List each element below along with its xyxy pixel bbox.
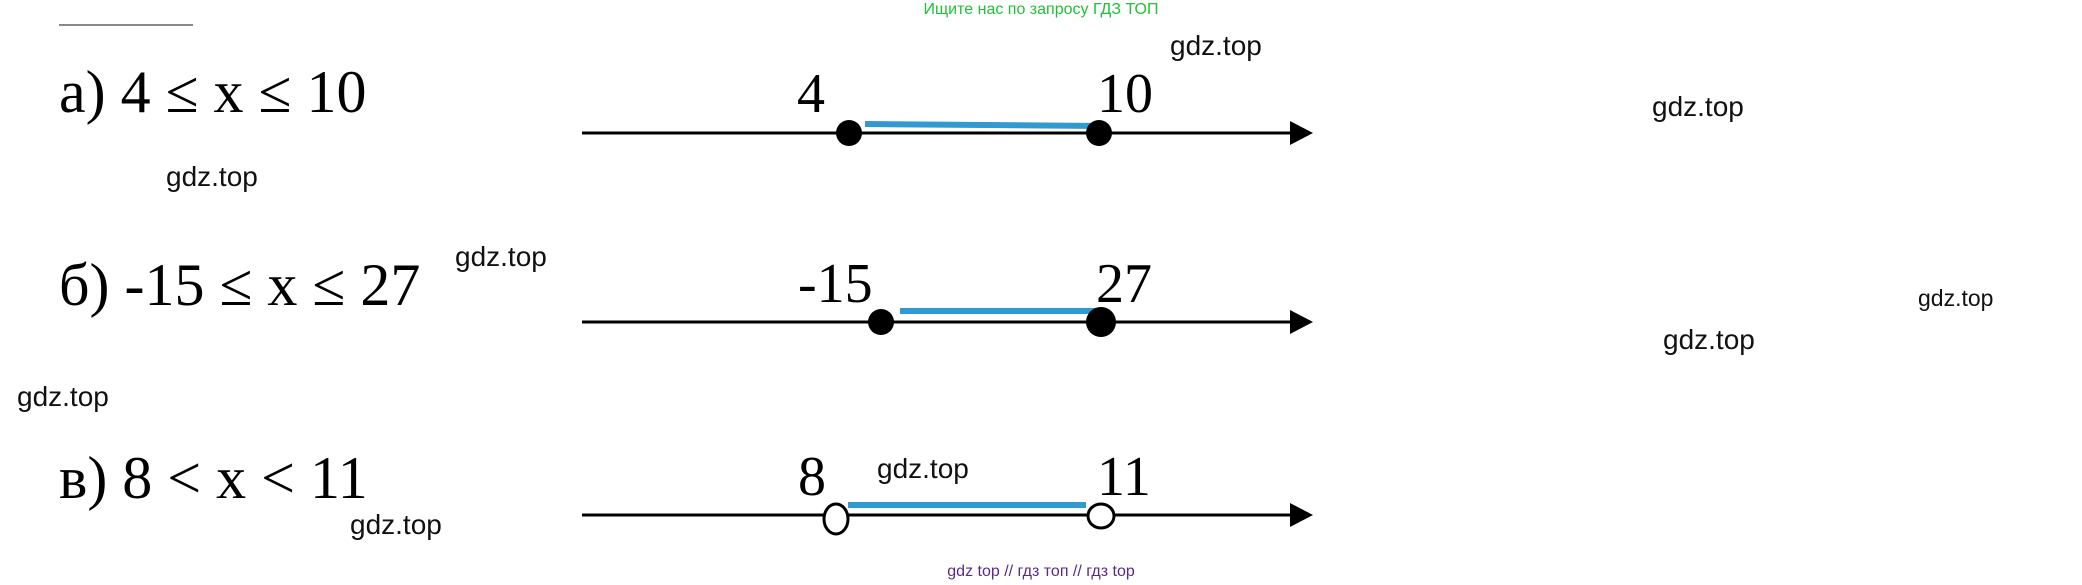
- arrow-head-c: [1290, 503, 1313, 527]
- footer-text: gdz top // гдз топ // гдз top: [947, 563, 1135, 580]
- watermark: gdz.top: [1652, 91, 1744, 122]
- watermark: gdz.top: [17, 381, 109, 412]
- tick-label-c-left: 8: [798, 446, 826, 508]
- watermark: gdz.top: [455, 241, 547, 272]
- number-line-b: -15 27: [582, 253, 1313, 337]
- watermark: gdz.top: [877, 453, 969, 484]
- arrow-head-b: [1290, 310, 1313, 334]
- tick-label-b-left: -15: [798, 253, 873, 315]
- watermark: gdz.top: [1918, 285, 1994, 311]
- number-line-c: 8 11: [582, 446, 1313, 536]
- problem-a-inequality: а) 4 ≤ x ≤ 10: [59, 59, 367, 125]
- top-divider: [59, 24, 193, 26]
- open-endpoint-c-left: [822, 502, 850, 536]
- closed-endpoint-a-left: [836, 120, 862, 146]
- watermark: gdz.top: [166, 161, 258, 192]
- watermark: gdz.top: [1663, 324, 1755, 355]
- search-banner: Ищите нас по запросу ГДЗ ТОП: [923, 1, 1159, 18]
- tick-label-c-right: 11: [1097, 446, 1151, 508]
- closed-endpoint-b-right: [1086, 307, 1116, 337]
- problem-c-inequality: в) 8 < x < 11: [59, 445, 368, 511]
- watermark: gdz.top: [350, 509, 442, 540]
- tick-label-a-left: 4: [797, 63, 825, 125]
- closed-endpoint-b-left: [868, 309, 894, 335]
- tick-label-a-right: 10: [1097, 63, 1153, 125]
- tick-label-b-right: 27: [1096, 253, 1152, 315]
- arrow-head-a: [1290, 121, 1313, 145]
- number-line-a: 4 10: [582, 63, 1313, 146]
- closed-endpoint-a-right: [1086, 120, 1112, 146]
- watermark: gdz.top: [1170, 30, 1262, 61]
- problem-b-inequality: б) -15 ≤ x ≤ 27: [59, 252, 421, 318]
- open-endpoint-c-right: [1086, 502, 1116, 530]
- interval-a: [864, 121, 1100, 129]
